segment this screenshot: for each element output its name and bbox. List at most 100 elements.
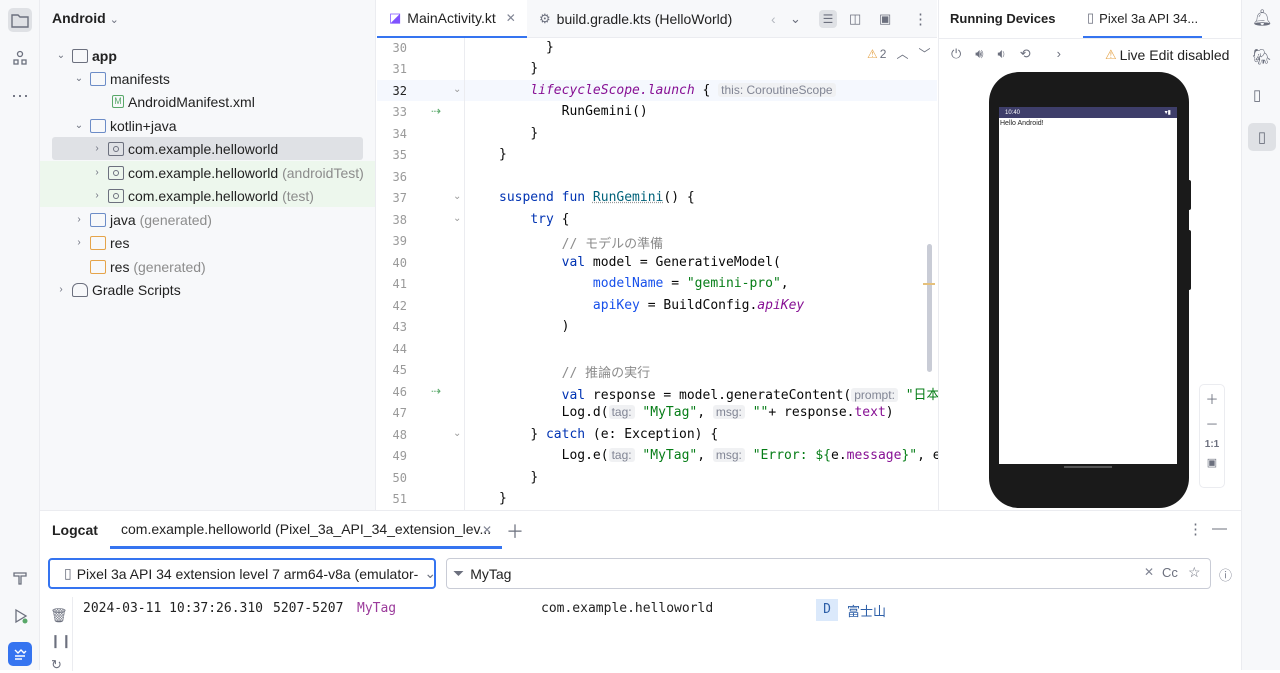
code-line[interactable]: lifecycleScope.launch { this: CoroutineS…	[499, 83, 836, 98]
power-icon[interactable]: ⏻	[951, 46, 962, 61]
tree-item-app[interactable]: ⌄ app	[40, 44, 375, 67]
project-folder-icon[interactable]	[8, 8, 32, 32]
log-row[interactable]: 2024-03-11 10:37:26.310 5207-5207 MyTag …	[83, 599, 1223, 621]
code-line[interactable]: }	[530, 126, 539, 141]
tree-item-gradle-scripts[interactable]: › Gradle Scripts	[40, 278, 375, 301]
code-line[interactable]: try {	[530, 212, 570, 227]
phone-side-button[interactable]	[1187, 230, 1191, 290]
tab-logcat-session[interactable]: com.example.helloworld (Pixel_3a_API_34_…	[110, 511, 502, 549]
minimize-icon[interactable]: —	[1212, 520, 1227, 537]
code-line[interactable]: modelName = "gemini-pro",	[592, 276, 789, 291]
code-line[interactable]: val response = model.generateContent(pro…	[561, 388, 953, 403]
volume-down-icon[interactable]: 🔉︎	[997, 46, 1006, 61]
code-line[interactable]: }	[530, 61, 539, 76]
code-line[interactable]: }	[499, 147, 507, 162]
tree-item-package-test[interactable]: › com.example.helloworld (test)	[40, 184, 375, 207]
restart-icon[interactable]: ↻	[51, 657, 62, 672]
logcat-icon[interactable]	[8, 642, 32, 666]
chevron-right-icon[interactable]: ›	[95, 167, 99, 178]
chevron-down-icon[interactable]: ⌄	[74, 73, 84, 84]
code-line[interactable]: } catch (e: Exception) {	[530, 427, 719, 442]
zoom-fit-icon[interactable]: ▣	[1206, 457, 1218, 469]
notifications-icon[interactable]: 🔔︎	[1252, 10, 1273, 27]
split-view-icon[interactable]: ◫	[849, 11, 862, 26]
tab-build-gradle[interactable]: ⚙ build.gradle.kts (HelloWorld)	[537, 0, 732, 38]
code-line[interactable]: }	[499, 491, 507, 506]
filter-input[interactable]: ⏷ MyTag	[446, 558, 1211, 589]
inspection-widget[interactable]: ⚠2 ︿ ﹀	[867, 45, 930, 62]
code-line[interactable]: Log.e(tag: "MyTag", msg: "Error: ${e.mes…	[561, 448, 949, 463]
phone-side-button[interactable]	[1187, 180, 1191, 210]
live-edit-status[interactable]: ⚠Live Edit disabled	[1105, 47, 1229, 63]
fold-chevron-icon[interactable]: ⌄	[453, 428, 462, 439]
zoom-actual-size[interactable]: 1:1	[1204, 439, 1220, 450]
close-icon[interactable]: ✕	[505, 11, 516, 25]
run-icon[interactable]	[8, 604, 32, 628]
device-select[interactable]: ▯ Pixel 3a API 34 extension level 7 arm6…	[48, 558, 436, 589]
tab-scroll-left-icon[interactable]: ‹	[771, 11, 776, 27]
tree-item-java-generated[interactable]: › java (generated)	[40, 208, 375, 231]
project-view-selector[interactable]: Android⌄	[52, 10, 119, 26]
chevron-right-icon[interactable]: ›	[95, 190, 99, 201]
chevron-right-icon[interactable]: ›	[59, 284, 63, 295]
gesture-bar[interactable]	[1064, 466, 1112, 468]
suspend-call-icon[interactable]: ⇢	[431, 104, 442, 118]
fold-chevron-icon[interactable]: ⌄	[453, 191, 462, 202]
tree-item-res-generated[interactable]: res (generated)	[40, 255, 375, 278]
code-line[interactable]: // モデルの準備	[561, 237, 664, 252]
close-icon[interactable]: ✕	[482, 523, 493, 537]
design-view-icon[interactable]: ▣	[879, 11, 892, 26]
code-line[interactable]: // 推論の実行	[561, 366, 651, 381]
tree-item-kotlin-java[interactable]: ⌄ kotlin+java	[40, 114, 375, 137]
more-icon[interactable]: ⋯	[11, 85, 29, 106]
device-manager-icon[interactable]: ▯	[1253, 87, 1262, 104]
favorite-star-icon[interactable]: ☆	[1188, 564, 1201, 580]
zoom-in-icon[interactable]: ＋	[1205, 392, 1219, 407]
chevron-down-icon[interactable]: ⌄	[790, 11, 801, 26]
code-line[interactable]: apiKey = BuildConfig.apiKey	[592, 298, 805, 313]
device-screen[interactable]: 10:40 ▾▮ Hello Android!	[999, 107, 1177, 468]
help-icon[interactable]: ⓘ	[1219, 568, 1233, 583]
fold-chevron-icon[interactable]: ⌄	[453, 213, 462, 224]
pause-icon[interactable]: ❙❙	[50, 633, 72, 648]
running-devices-icon[interactable]: ▯	[1248, 123, 1276, 151]
code-line[interactable]: )	[561, 319, 570, 334]
code-line[interactable]: }	[545, 40, 554, 55]
filter-icon[interactable]: ⏷	[453, 565, 465, 581]
chevron-right-icon[interactable]: ›	[77, 214, 81, 225]
tab-main-activity[interactable]: ◪ MainActivity.kt ✕	[377, 0, 527, 38]
suspend-call-icon[interactable]: ⇢	[431, 384, 442, 398]
code-line[interactable]: suspend fun RunGemini() {	[499, 190, 695, 205]
warning-stripe-marker[interactable]	[923, 283, 935, 285]
tree-item-package-main[interactable]: › com.example.helloworld	[52, 137, 363, 160]
match-case-toggle[interactable]: Cc	[1162, 565, 1178, 580]
tree-item-res[interactable]: › res	[40, 231, 375, 254]
zoom-out-icon[interactable]: －	[1205, 417, 1219, 432]
code-line[interactable]: }	[530, 470, 539, 485]
rotate-icon[interactable]: ⟲	[1019, 46, 1031, 61]
clear-filter-icon[interactable]: ✕	[1144, 565, 1155, 579]
volume-up-icon[interactable]: 🔊︎	[975, 46, 984, 61]
add-tab-icon[interactable]: ＋	[506, 522, 524, 542]
chevron-right-icon[interactable]: ›	[95, 143, 99, 154]
editor-scrollbar[interactable]	[927, 244, 932, 372]
tab-pixel-device[interactable]: ▯Pixel 3a API 34...	[1083, 0, 1203, 38]
code-line[interactable]: Log.d(tag: "MyTag", msg: ""+ response.te…	[561, 405, 894, 420]
chevron-down-icon[interactable]: ⌄	[74, 120, 84, 131]
clear-logcat-icon[interactable]: 🗑︎	[50, 607, 68, 623]
more-vert-icon[interactable]: ⋮	[913, 11, 928, 28]
chevron-down-icon[interactable]: ﹀	[918, 47, 931, 61]
code-line[interactable]: val model = GenerativeModel(	[561, 255, 781, 270]
code-line[interactable]: RunGemini()	[561, 104, 648, 119]
code-view-icon[interactable]: ☰	[817, 0, 839, 38]
fold-chevron-icon[interactable]: ⌄	[453, 84, 462, 95]
chevron-right-icon[interactable]: ›	[77, 237, 81, 248]
structure-icon[interactable]	[8, 46, 32, 70]
chevron-up-icon[interactable]: ︿	[896, 47, 909, 61]
tree-item-manifests[interactable]: ⌄ manifests	[40, 67, 375, 90]
build-hammer-icon[interactable]	[8, 566, 32, 590]
tree-item-package-android-test[interactable]: › com.example.helloworld (androidTest)	[40, 161, 375, 184]
gradle-icon[interactable]: 🐘︎	[1252, 49, 1272, 66]
chevron-right-icon[interactable]: ›	[1056, 46, 1061, 61]
tree-item-android-manifest[interactable]: M AndroidManifest.xml	[40, 90, 375, 113]
